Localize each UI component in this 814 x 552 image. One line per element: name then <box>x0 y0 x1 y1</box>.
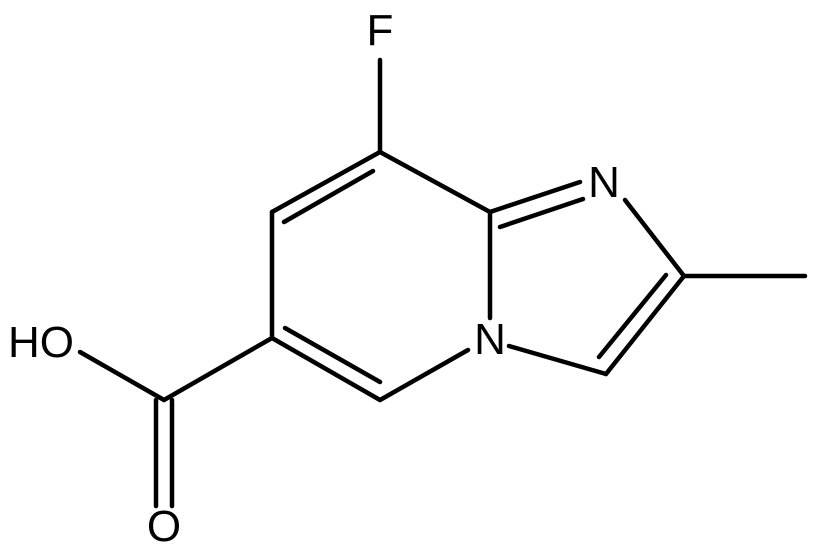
bond-n1-c2 <box>622 197 687 279</box>
bond-c2-c3-inner <box>596 272 669 360</box>
bond-c2-c3 <box>603 273 687 377</box>
bond-c8-c7-inner <box>281 168 376 225</box>
bond-c8a-c8 <box>377 149 493 215</box>
bond-c3-n4 <box>506 343 609 377</box>
atom-label-fluorine: F <box>367 6 394 55</box>
atom-label-carbonyl-oxygen: O <box>147 502 181 551</box>
bond-c8a-n1-inner <box>497 196 586 230</box>
bond-c8-c7 <box>269 149 383 215</box>
bond-c6-ccooh <box>161 335 275 403</box>
bond-c5-n4 <box>377 347 471 403</box>
bond-ccooh-oh <box>77 349 167 403</box>
bond-c6-c5 <box>269 335 383 403</box>
atom-label-imidazole-nitrogen: N <box>588 158 620 207</box>
bond-c8a-n1 <box>487 179 583 215</box>
bond-c6-c5-inner <box>282 325 383 385</box>
atom-label-bridgehead-nitrogen: N <box>474 315 506 364</box>
atom-label-hydroxyl: HO <box>8 318 74 367</box>
